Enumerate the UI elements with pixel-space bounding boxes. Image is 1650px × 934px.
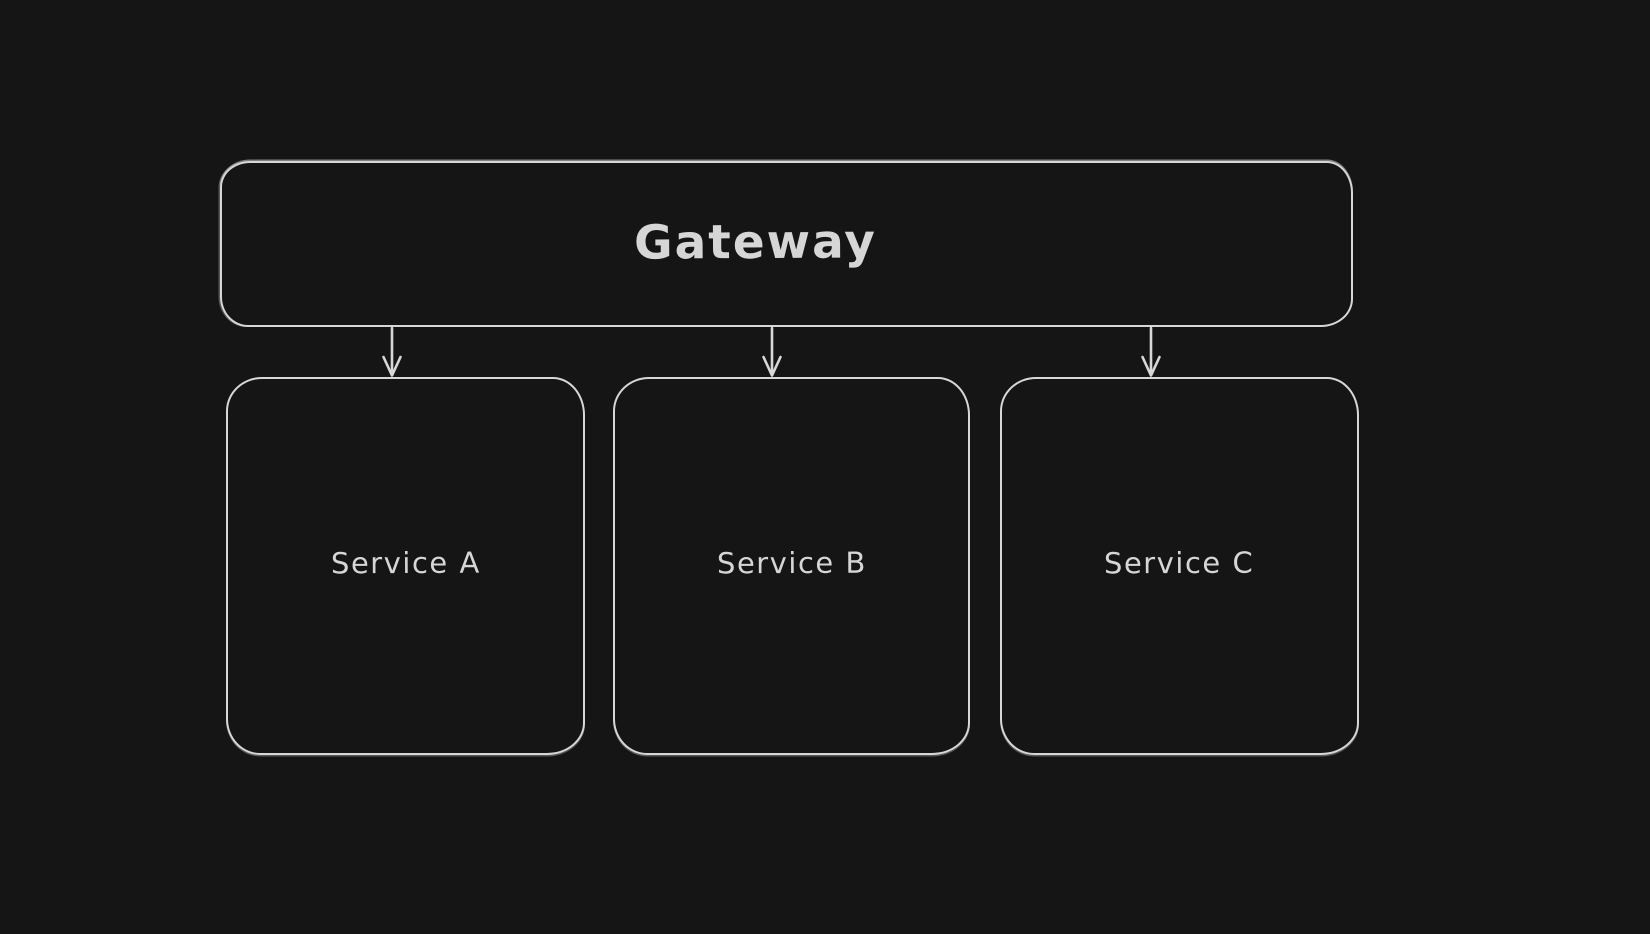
arrowhead-down-icon <box>762 355 782 377</box>
node-service-a-label: Service A <box>330 545 481 581</box>
node-service-c[interactable]: Service C <box>1000 377 1359 755</box>
arrowhead-down-icon <box>382 355 402 377</box>
arrow-gateway-to-service-b[interactable] <box>762 326 782 377</box>
node-service-a[interactable]: Service A <box>226 377 585 755</box>
node-gateway-label: Gateway <box>633 213 878 271</box>
arrow-gateway-to-service-a[interactable] <box>382 326 402 377</box>
node-gateway[interactable]: Gateway <box>220 161 1353 327</box>
node-service-c-label: Service C <box>1104 545 1255 581</box>
node-service-b-label: Service B <box>716 545 867 581</box>
node-service-b[interactable]: Service B <box>613 377 970 755</box>
arrowhead-down-icon <box>1141 355 1161 377</box>
arrow-gateway-to-service-c[interactable] <box>1141 326 1161 377</box>
